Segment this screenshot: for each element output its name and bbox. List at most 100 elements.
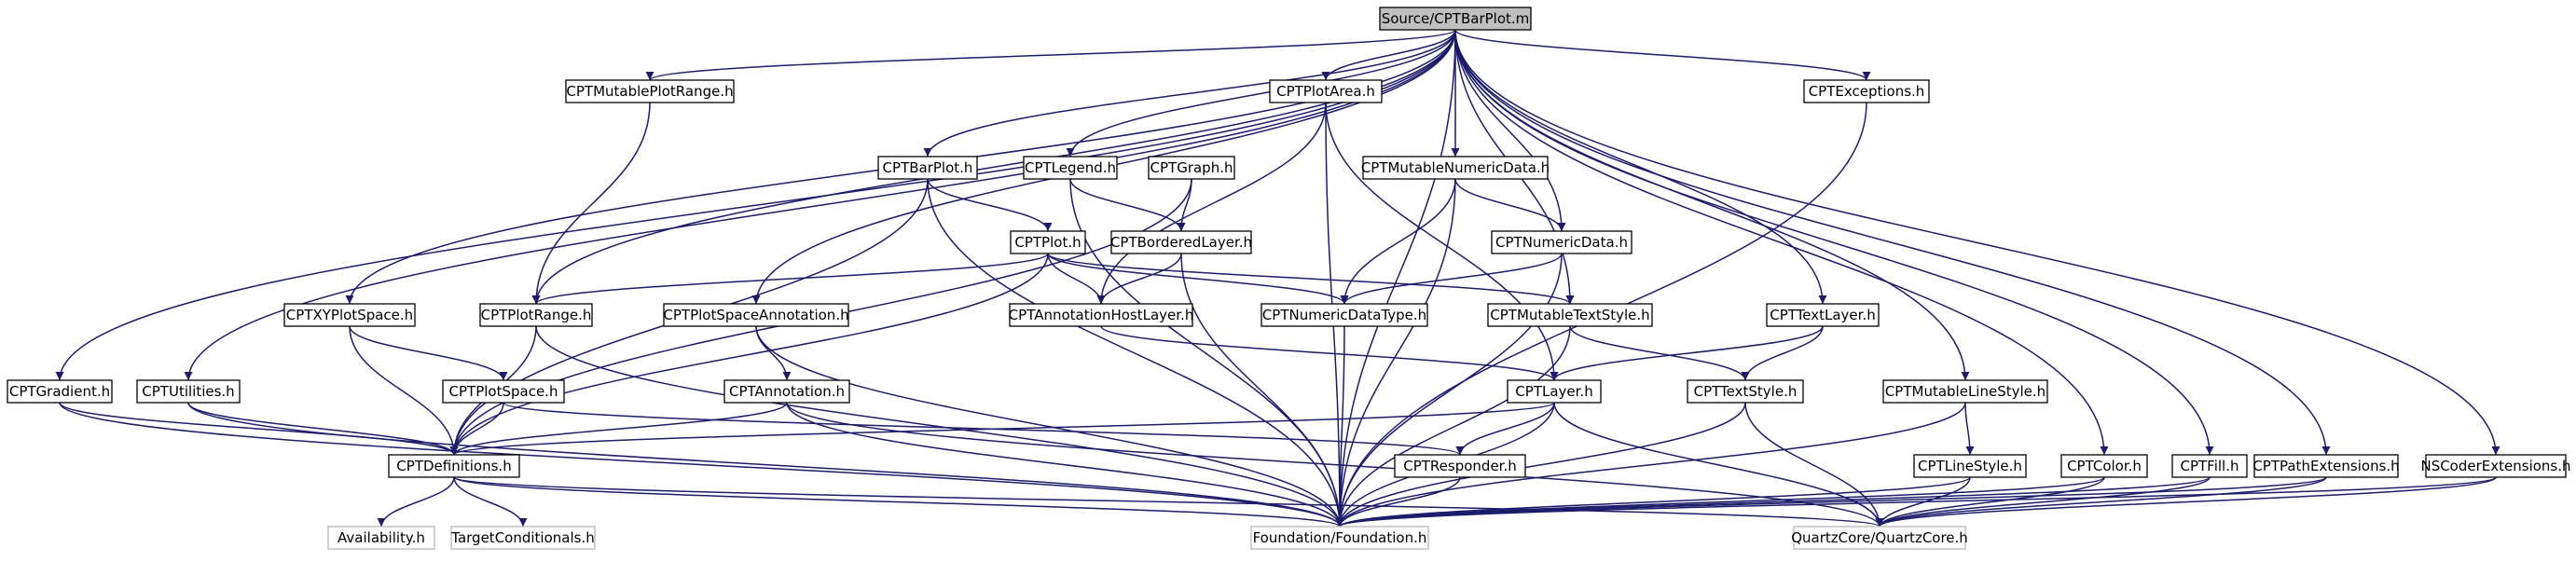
node-bl[interactable]: CPTBorderedLayer.h [1110,230,1252,254]
edge-tl-to-ts [1741,325,1824,381]
node-box [1362,156,1549,180]
node-color[interactable]: CPTColor.h [2060,454,2148,478]
node-parea[interactable]: CPTPlotArea.h [1269,79,1383,103]
edge-leg-to-bl [1069,178,1186,232]
node-ps[interactable]: CPTPlotSpace.h [442,379,565,404]
node-box [2060,454,2148,478]
node-box [723,379,850,404]
node-plot[interactable]: CPTPlot.h [1010,230,1086,254]
node-ahl[interactable]: CPTAnnotationHostLayer.h [1009,303,1194,327]
edge-bar-to-plot [927,178,1053,232]
node-label: CPTPlot.h [1014,234,1081,251]
node-box [2425,454,2567,478]
node-root: Source/CPTBarPlot.m [1379,7,1532,31]
node-ndt[interactable]: CPTNumericDataType.h [1260,303,1428,327]
edge-fill-to-found [1335,476,2211,528]
edge-plot-to-defs [449,253,1049,456]
edge-mnd-to-nd [1454,178,1566,232]
node-layer[interactable]: CPTLayer.h [1507,379,1602,404]
edge-root-to-exc [1454,29,1871,81]
edge-root-to-util [184,29,1456,381]
node-mpr[interactable]: CPTMutablePlotRange.h [565,79,735,103]
edge-root-to-color [1454,29,2109,456]
edge-ts-to-qc [1744,402,1884,528]
edge-plot-to-ndt [1047,253,1349,305]
edge-nd-to-found [1335,253,1563,528]
node-grad[interactable]: CPTGradient.h [7,379,113,404]
node-box [1269,79,1383,103]
node-nd[interactable]: CPTNumericData.h [1491,230,1632,254]
node-graph[interactable]: CPTGraph.h [1148,156,1235,180]
edge-root-to-parea [1321,29,1456,81]
node-nsc[interactable]: NSCoderExtensions.h [2420,454,2571,478]
node-bar[interactable]: CPTBarPlot.h [877,156,978,180]
node-label: CPTMutablePlotRange.h [566,83,733,100]
node-label: Availability.h [337,529,425,546]
node-box [877,156,978,180]
edge-ndt-to-found [1335,325,1345,528]
node-label: CPTXYPlotSpace.h [286,307,413,323]
node-util[interactable]: CPTUtilities.h [136,379,241,404]
node-pext[interactable]: CPTPathExtensions.h [2252,454,2400,478]
node-label: CPTMutableNumericData.h [1361,159,1550,176]
node-label: Foundation/Foundation.h [1253,529,1427,546]
node-avail: Availability.h [327,526,435,550]
node-fill[interactable]: CPTFill.h [2171,454,2248,478]
edge-root-to-pr [531,29,1456,305]
node-label: NSCoderExtensions.h [2420,458,2570,474]
node-box [1507,379,1602,404]
node-box [1010,230,1086,254]
node-tl[interactable]: CPTTextLayer.h [1766,303,1880,327]
node-exc[interactable]: CPTExceptions.h [1803,79,1930,103]
node-label: CPTNumericDataType.h [1262,307,1426,323]
node-label: CPTLegend.h [1025,159,1116,176]
node-leg[interactable]: CPTLegend.h [1023,156,1118,180]
node-label: CPTLayer.h [1515,383,1592,400]
node-ts[interactable]: CPTTextStyle.h [1687,379,1804,404]
node-label: TargetConditionals.h [450,529,594,546]
node-label: CPTNumericData.h [1495,234,1628,251]
edge-root-to-fill [1454,29,2214,456]
node-box [1009,303,1193,327]
node-label: CPTPlotRange.h [481,307,592,323]
node-xyps[interactable]: CPTXYPlotSpace.h [283,303,416,327]
edge-root-to-found [1335,29,1456,528]
edge-mnd-to-found [1335,178,1456,528]
node-psa[interactable]: CPTPlotSpaceAnnotation.h [663,303,849,327]
node-mnd[interactable]: CPTMutableNumericData.h [1361,156,1550,180]
node-defs[interactable]: CPTDefinitions.h [388,454,520,478]
edge-pr-to-found [535,325,1344,528]
node-mts[interactable]: CPTMutableTextStyle.h [1487,303,1653,327]
edge-nd-to-ndt [1340,253,1563,305]
edge-defs-to-found [453,476,1344,528]
edge-layer-to-qc [1553,402,1884,528]
node-found: Foundation/Foundation.h [1250,526,1429,550]
node-box [1250,526,1429,550]
node-resp[interactable]: CPTResponder.h [1394,454,1526,478]
node-box [1793,526,1966,550]
node-label: CPTPlotSpaceAnnotation.h [663,307,848,323]
edge-mts-to-found [1335,325,1571,528]
node-box [327,526,435,550]
node-pr[interactable]: CPTPlotRange.h [479,303,593,327]
node-label: Source/CPTBarPlot.m [1382,10,1530,27]
node-label: CPTMutableTextStyle.h [1490,307,1649,323]
edge-layer [55,29,2500,528]
edge-bl-to-found [1180,253,1344,528]
edge-plot-to-mts [1047,253,1575,305]
node-ls[interactable]: CPTLineStyle.h [1913,454,2027,478]
node-label: CPTGraph.h [1150,159,1233,176]
edge-root-to-bar [923,29,1456,158]
edge-xyps-to-ps [349,325,508,381]
node-box [1260,303,1428,327]
node-box [1687,379,1804,404]
node-mls[interactable]: CPTMutableLineStyle.h [1882,379,2048,404]
node-box [1110,230,1252,254]
node-ann[interactable]: CPTAnnotation.h [723,379,850,404]
node-label: CPTGradient.h [9,383,110,400]
node-box [136,379,241,404]
node-label: CPTAnnotationHostLayer.h [1009,307,1194,323]
node-box [442,379,565,404]
edge-defs-to-avail [377,476,455,528]
node-box [1394,454,1526,478]
